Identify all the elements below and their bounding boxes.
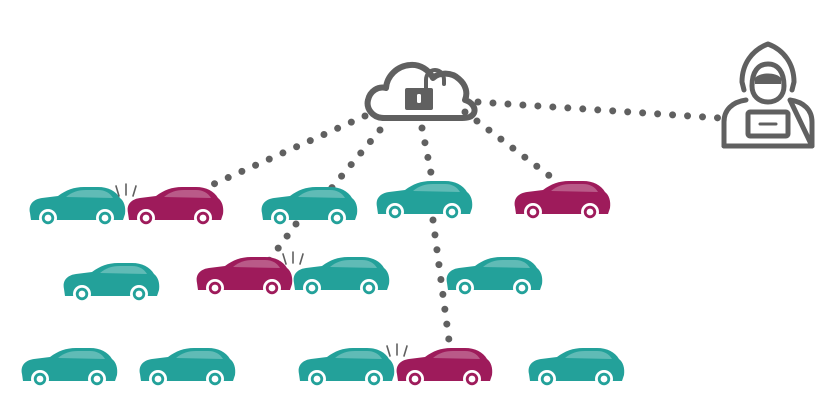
hacker: [721, 41, 815, 149]
car-icon-r1-c5: [514, 181, 611, 221]
car-icon-r3-c4: [396, 348, 493, 388]
vehicle-fleet: [21, 181, 625, 388]
car-icon-r1-c2: [127, 187, 224, 227]
collision-markers: [115, 183, 408, 357]
car-icon-r3-c2: [139, 348, 236, 388]
link-cloud-to-r1-c5: [461, 108, 559, 184]
link-r1-c3-to-r2-c2: [264, 220, 300, 266]
crash-spark-icon-3: [386, 343, 408, 357]
link-cloud-to-r1-c2: [201, 112, 369, 192]
connection-links: [201, 98, 724, 352]
cloud-server: [364, 61, 478, 121]
crash-spark-icon-2: [282, 251, 304, 265]
link-cloud-to-r1-c3: [326, 126, 384, 194]
car-icon-r2-c1: [63, 263, 160, 303]
crash-spark-icon-1: [115, 183, 137, 197]
car-icon-r1-c3: [261, 187, 358, 227]
car-icon-r2-c3: [293, 257, 390, 297]
car-icon-r2-c2: [196, 257, 293, 297]
car-icon-r2-c4: [446, 257, 543, 297]
unlocked-padlock-icon: [405, 67, 446, 110]
link-cloud-to-r1-c4: [418, 124, 436, 182]
car-icon-r3-c3: [298, 348, 395, 388]
car-icon-r3-c5: [528, 348, 625, 388]
car-icon-r1-c4: [376, 181, 473, 221]
link-cloud-to-hacker: [474, 98, 724, 122]
car-icon-r1-c1: [29, 187, 126, 227]
cloud-icon: [364, 61, 478, 121]
link-r1-c4-to-r3-c4: [429, 216, 454, 352]
car-icon-r3-c1: [21, 348, 118, 388]
hooded-hacker-icon: [721, 41, 815, 149]
